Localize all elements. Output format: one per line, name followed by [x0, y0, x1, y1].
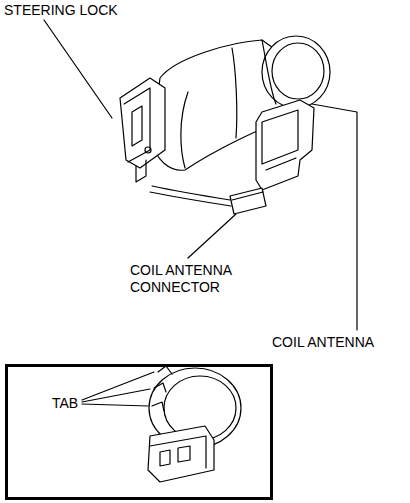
- knob-edge: [262, 40, 276, 104]
- lock-pin: [145, 147, 151, 153]
- lock-slot: [132, 106, 142, 146]
- inset-connector-edge: [150, 436, 206, 468]
- wire: [150, 192, 231, 206]
- inset-frame: TAB: [5, 364, 273, 500]
- part-label: TAB: [52, 395, 78, 412]
- antenna-face: [262, 110, 298, 164]
- coil-antenna: [256, 100, 314, 190]
- wire: [152, 186, 230, 200]
- knob-ring: [272, 43, 324, 99]
- tab: [152, 366, 172, 411]
- body-edge: [232, 48, 237, 138]
- antenna-edge: [266, 158, 296, 170]
- leader-line: [44, 20, 112, 118]
- lock-foot: [136, 160, 146, 182]
- leader-line: [188, 214, 236, 258]
- connector-latch: [160, 446, 190, 466]
- leader-line: [312, 104, 357, 330]
- part-label: COIL ANTENNA: [272, 334, 374, 351]
- connector-edge: [232, 192, 263, 200]
- body-edge: [181, 92, 188, 168]
- part-label: COIL ANTENNA CONNECTOR: [130, 262, 260, 296]
- coil-antenna-connector: [230, 188, 266, 214]
- inset-connector: [148, 426, 214, 482]
- knob-face: [262, 36, 330, 108]
- leader-line: [82, 372, 154, 406]
- lock-edge: [124, 88, 150, 162]
- steering-lock: [120, 78, 165, 168]
- part-label: STEERING LOCK: [4, 2, 118, 19]
